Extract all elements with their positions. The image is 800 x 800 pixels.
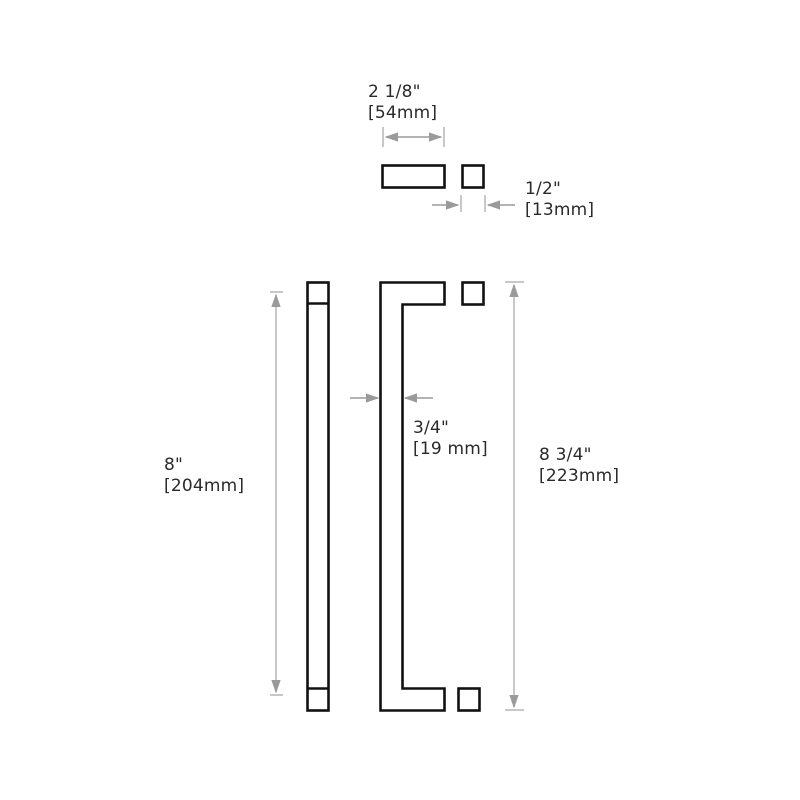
- top-view: [381, 164, 485, 189]
- center-to-center-imperial: 8": [164, 455, 184, 475]
- top-post-rect: [381, 164, 446, 189]
- top-thickness-metric: [13mm]: [525, 200, 595, 220]
- overall-length-imperial: 8 3/4": [539, 445, 592, 465]
- top-width-metric: [54mm]: [368, 103, 438, 123]
- end-square-top: [461, 281, 485, 306]
- label-top-thickness: 1/2" [13mm]: [525, 179, 594, 221]
- label-projection: 3/4" [19 mm]: [413, 418, 488, 460]
- center-to-center-metric: [204mm]: [164, 476, 245, 496]
- dim-center-to-center: [270, 291, 283, 696]
- end-square-bottom: [457, 687, 481, 712]
- dim-top-thickness: [432, 195, 515, 212]
- side-profile: [379, 281, 446, 712]
- top-width-imperial: 2 1/8": [368, 82, 421, 102]
- top-section-square: [461, 164, 485, 189]
- overall-length-metric: [223mm]: [539, 466, 620, 486]
- label-overall-length: 8 3/4" [223mm]: [539, 445, 619, 487]
- end-sections: [457, 281, 485, 712]
- label-top-width: 2 1/8" [54mm]: [368, 82, 437, 124]
- label-center-to-center: 8" [204mm]: [164, 455, 244, 497]
- dim-overall-length: [505, 281, 524, 711]
- front-view-bar: [306, 281, 330, 712]
- projection-metric: [19 mm]: [413, 439, 488, 459]
- projection-imperial: 3/4": [413, 418, 449, 438]
- top-thickness-imperial: 1/2": [525, 179, 561, 199]
- dim-top-width: [382, 127, 445, 147]
